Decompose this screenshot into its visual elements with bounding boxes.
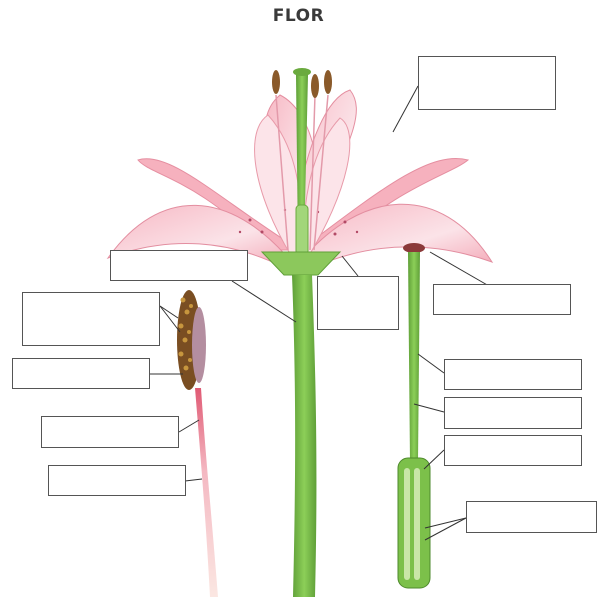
stamen-detail bbox=[177, 290, 218, 597]
label-box-stigma[interactable] bbox=[433, 284, 571, 315]
label-box-stem[interactable] bbox=[48, 465, 186, 496]
label-box-ovary[interactable] bbox=[444, 435, 582, 466]
pistil-detail bbox=[398, 243, 430, 588]
main-stem bbox=[292, 275, 316, 597]
label-box-style[interactable] bbox=[41, 416, 179, 448]
label-box-filament-upper[interactable] bbox=[444, 359, 582, 390]
label-box-anther[interactable] bbox=[12, 358, 150, 389]
label-box-ovules[interactable] bbox=[466, 501, 597, 533]
receptacle bbox=[262, 252, 340, 275]
label-box-anther-pollen[interactable] bbox=[22, 292, 160, 346]
label-box-sepal[interactable] bbox=[317, 276, 399, 330]
label-box-filament-lower[interactable] bbox=[444, 397, 582, 429]
label-box-petal[interactable] bbox=[418, 56, 556, 110]
label-box-receptacle[interactable] bbox=[110, 250, 248, 281]
